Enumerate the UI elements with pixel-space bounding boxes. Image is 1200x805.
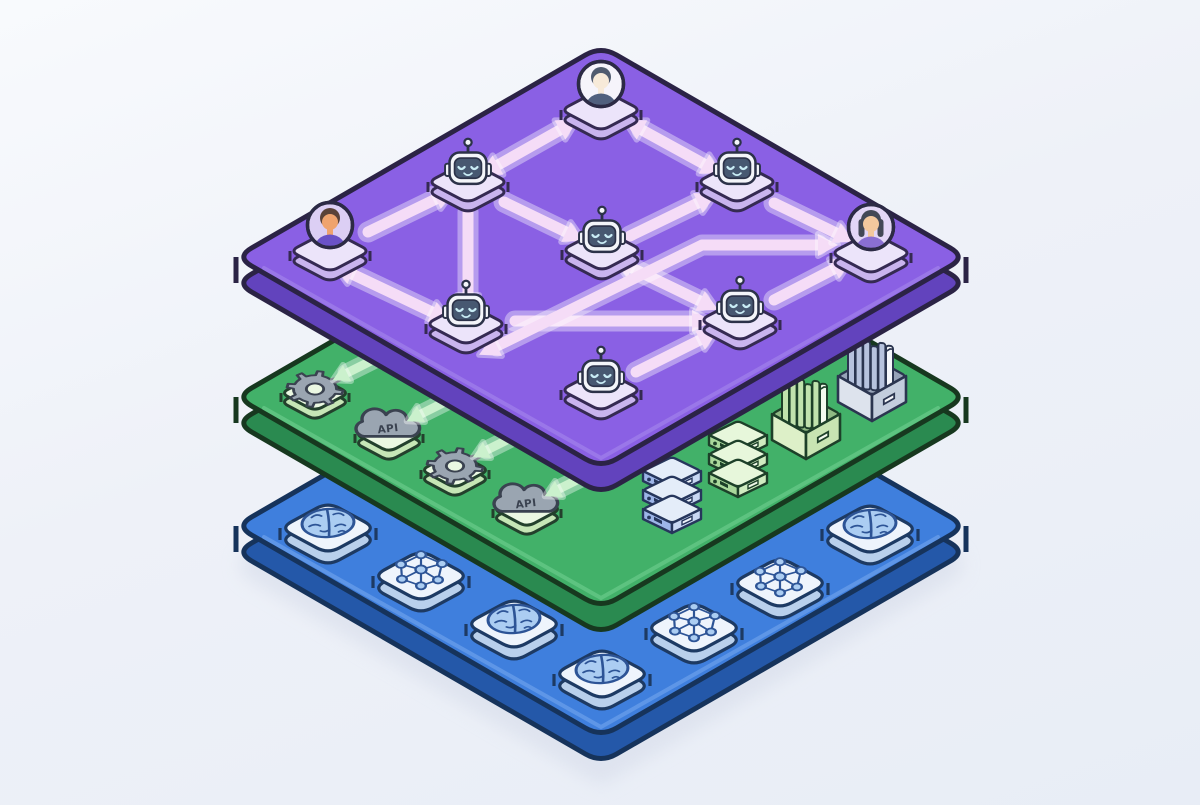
agent-arrow bbox=[493, 191, 587, 245]
brain-icon-art bbox=[300, 507, 356, 539]
brain-tile bbox=[464, 599, 564, 661]
network-tile bbox=[730, 557, 830, 620]
avatar-art bbox=[313, 208, 347, 246]
network-graph-icon-art bbox=[754, 557, 808, 598]
brain-icon bbox=[574, 653, 630, 685]
server-unit bbox=[641, 494, 703, 535]
user-avatar-icon bbox=[846, 202, 896, 252]
network-graph-icon-art bbox=[668, 602, 722, 643]
gear-tile bbox=[279, 370, 351, 420]
brain-icon bbox=[300, 507, 356, 539]
brain-icon-art bbox=[842, 508, 898, 540]
user-avatar-icon bbox=[305, 200, 355, 250]
server-stack-icon bbox=[707, 420, 769, 499]
user-node bbox=[829, 202, 913, 284]
user-avatar-icon bbox=[576, 59, 626, 109]
agent-arrow bbox=[476, 231, 841, 359]
gear-icon bbox=[425, 447, 485, 485]
robot-icon bbox=[713, 137, 761, 186]
robot-node bbox=[426, 137, 510, 213]
server-stack-icon bbox=[641, 456, 703, 535]
api-cloud-icon: API bbox=[492, 482, 560, 513]
network-tile bbox=[644, 602, 744, 665]
robot-node bbox=[698, 275, 782, 351]
ground-shadow bbox=[240, 550, 962, 786]
model-tiles bbox=[278, 503, 920, 711]
api-label: API bbox=[377, 422, 400, 436]
user-node bbox=[288, 200, 372, 282]
network-graph-icon-art bbox=[395, 550, 449, 591]
avatar-art bbox=[584, 67, 618, 105]
avatar-art bbox=[854, 210, 888, 248]
box-handle bbox=[816, 430, 830, 444]
user-node bbox=[559, 59, 643, 141]
gear-tile bbox=[419, 447, 491, 497]
network-graph-icon bbox=[668, 602, 722, 643]
agent-arrows bbox=[330, 117, 857, 383]
agent-nodes bbox=[288, 59, 913, 421]
network-graph-icon bbox=[754, 557, 808, 598]
tool-objects bbox=[641, 338, 908, 535]
server-unit bbox=[707, 458, 769, 499]
box-handle bbox=[882, 392, 896, 406]
api-tile: API bbox=[353, 407, 425, 461]
agent-tile bbox=[829, 232, 913, 284]
agent-tile bbox=[559, 89, 643, 141]
robot-node bbox=[424, 279, 508, 355]
brain-tile bbox=[552, 649, 652, 711]
robot-icon bbox=[578, 205, 626, 254]
brain-icon-art bbox=[574, 653, 630, 685]
robot-icon bbox=[716, 275, 764, 324]
robot-icon bbox=[577, 345, 625, 394]
api-cloud-icon: API bbox=[354, 407, 422, 438]
robot-icon bbox=[444, 137, 492, 186]
robot-node bbox=[560, 205, 644, 281]
network-graph-icon bbox=[395, 550, 449, 591]
agent-arrow bbox=[625, 327, 721, 383]
api-tile: API bbox=[491, 482, 563, 536]
robot-node bbox=[695, 137, 779, 213]
gear-icon bbox=[285, 370, 345, 408]
brain-icon-art bbox=[486, 603, 542, 635]
api-label: API bbox=[515, 497, 538, 511]
robot-node bbox=[559, 345, 643, 421]
tool-tiles: API API bbox=[279, 370, 563, 536]
robot-icon bbox=[442, 279, 490, 328]
brain-icon bbox=[842, 508, 898, 540]
brain-icon bbox=[486, 603, 542, 635]
agent-arrow bbox=[763, 192, 857, 246]
brain-tile bbox=[820, 504, 920, 566]
brain-tile bbox=[278, 503, 378, 565]
network-tile bbox=[371, 550, 471, 613]
